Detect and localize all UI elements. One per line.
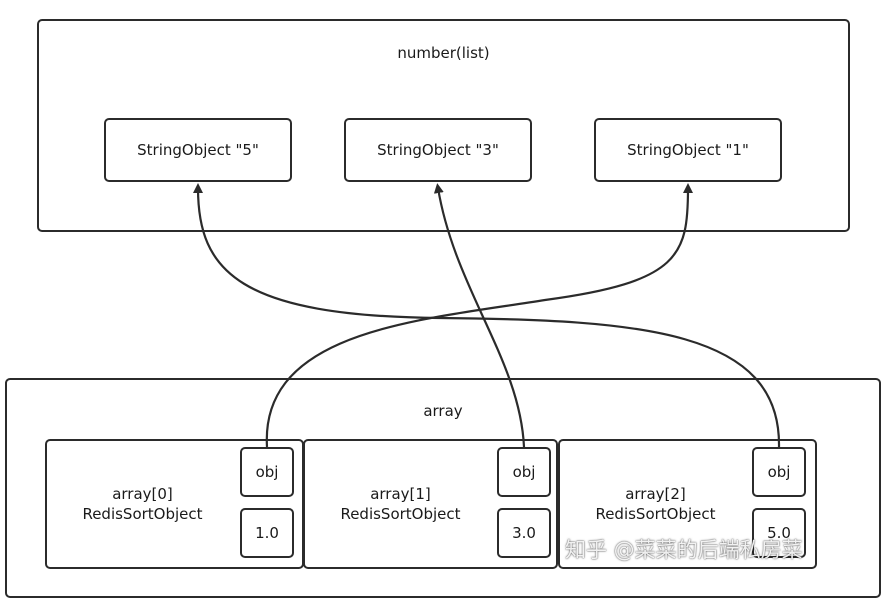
array-cell-2-obj-label: obj <box>767 463 791 481</box>
array-cell-0-score-value: 1.0 <box>255 524 279 542</box>
array-cell-1-obj: obj <box>497 447 551 497</box>
array-cell-2-type: RedisSortObject <box>595 505 716 523</box>
array-cell-0-type: RedisSortObject <box>82 505 203 523</box>
array-cell-0-obj-label: obj <box>255 463 279 481</box>
array-cell-2-index: array[2] <box>625 485 686 503</box>
array-cell-1-score: 3.0 <box>497 508 551 558</box>
array-cell-1-score-value: 3.0 <box>512 524 536 542</box>
array-cell-1-obj-label: obj <box>512 463 536 481</box>
string-object-5-label: StringObject "5" <box>137 141 259 159</box>
string-object-5: StringObject "5" <box>104 118 292 182</box>
array-title: array <box>423 402 463 420</box>
watermark: 知乎 @菜菜的后端私房菜 <box>565 538 803 562</box>
array-cell-1-text: array[1] RedisSortObject <box>303 484 498 524</box>
array-cell-2-score: 5.0 <box>752 508 806 558</box>
list-title: number(list) <box>397 44 490 62</box>
array-cell-1-type: RedisSortObject <box>340 505 461 523</box>
string-object-3-label: StringObject "3" <box>377 141 499 159</box>
array-cell-0-obj: obj <box>240 447 294 497</box>
string-object-1-label: StringObject "1" <box>627 141 749 159</box>
array-cell-0-text: array[0] RedisSortObject <box>45 484 240 524</box>
string-object-1: StringObject "1" <box>594 118 782 182</box>
array-cell-0-score: 1.0 <box>240 508 294 558</box>
array-cell-2-obj: obj <box>752 447 806 497</box>
array-cell-2-text: array[2] RedisSortObject <box>558 484 753 524</box>
array-cell-0-index: array[0] <box>112 485 173 503</box>
array-cell-1-index: array[1] <box>370 485 431 503</box>
string-object-3: StringObject "3" <box>344 118 532 182</box>
array-cell-2-score-value: 5.0 <box>767 524 791 542</box>
